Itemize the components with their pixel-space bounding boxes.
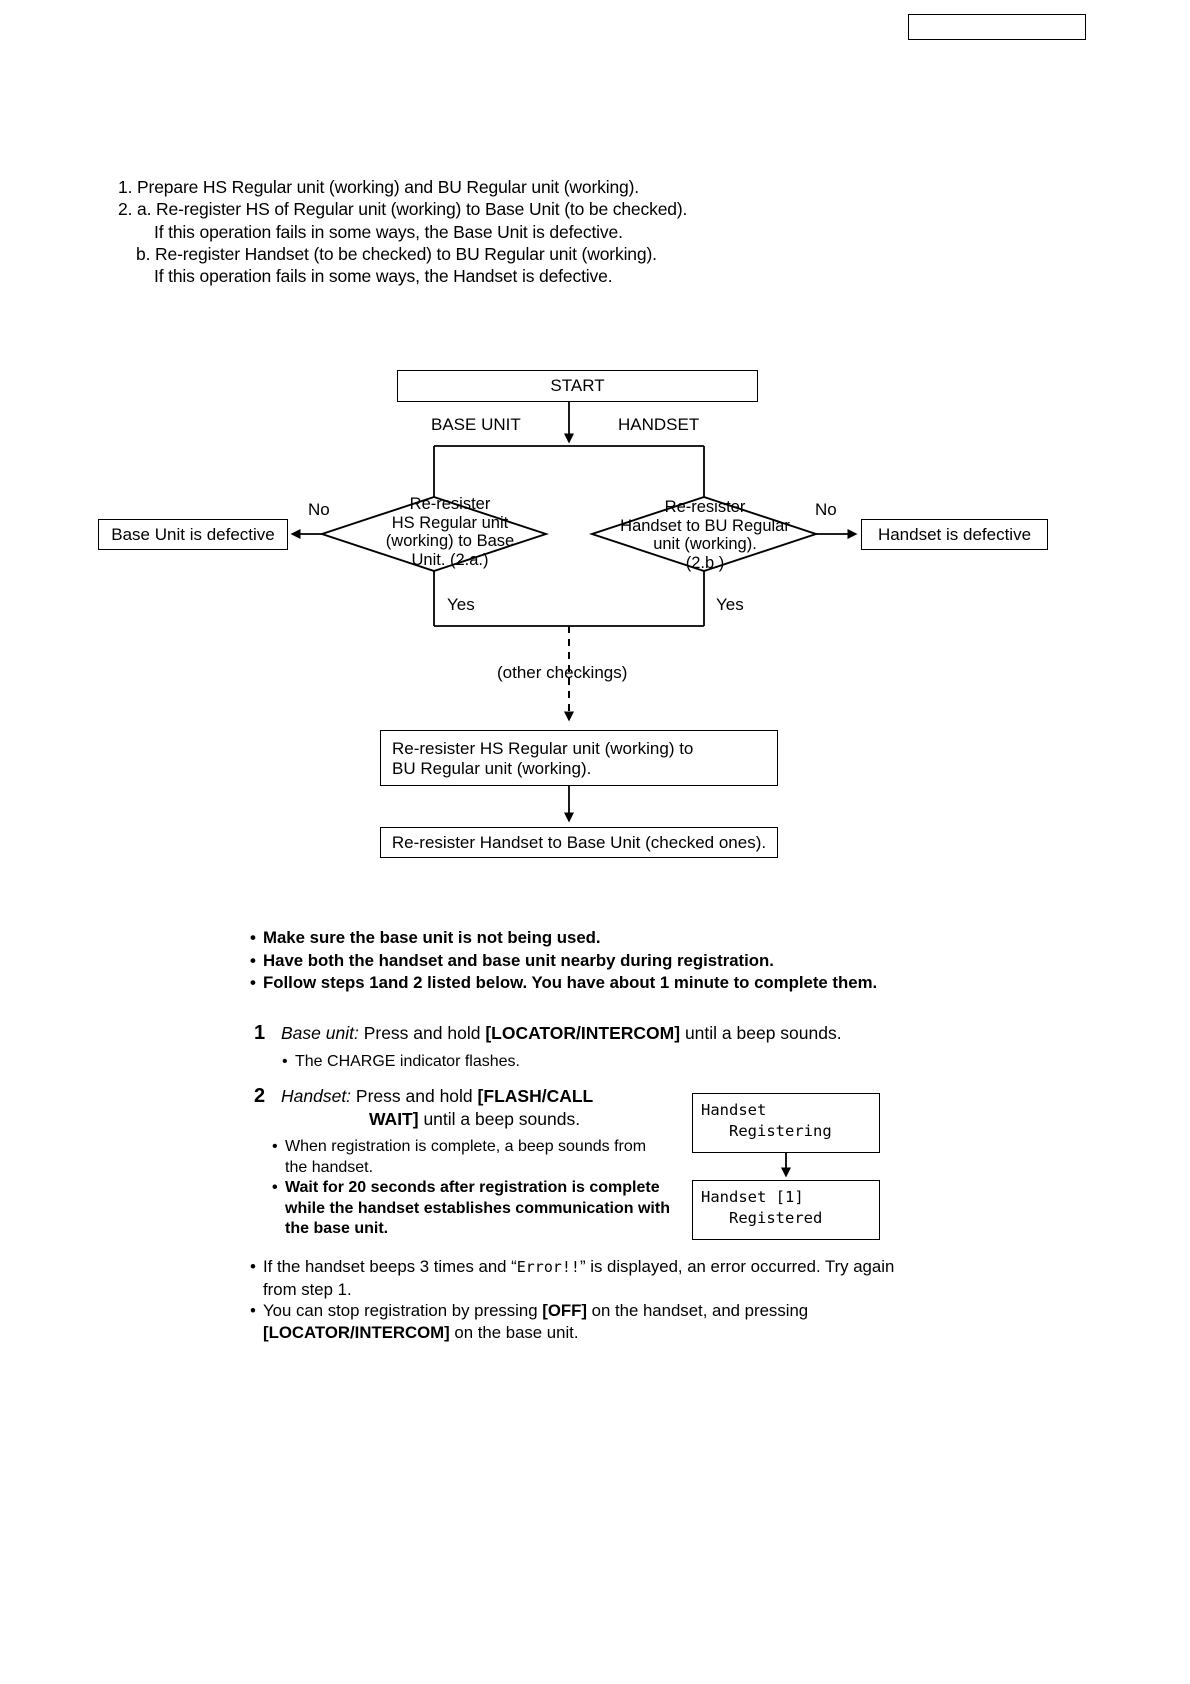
flow-node-handset-defective: Handset is defective: [861, 519, 1048, 550]
step-2: 2 Handset: Press and hold [FLASH/CALL WA…: [254, 1085, 664, 1131]
note-item-2: • Have both the handset and base unit ne…: [250, 950, 950, 973]
step-2-body-continued: WAIT] until a beep sounds.: [369, 1108, 664, 1131]
registration-notes-list: • Make sure the base unit is not being u…: [250, 927, 950, 995]
step-1-role: Base unit:: [281, 1023, 359, 1043]
step-1-key: [LOCATOR/INTERCOM]: [485, 1023, 681, 1043]
intro-instructions: 1. Prepare HS Regular unit (working) and…: [118, 176, 938, 287]
footer-note-2-part2: on the handset, and pressing: [591, 1301, 809, 1320]
footer-note-1-part2: ” is displayed, an error occurred. Try a…: [263, 1257, 895, 1299]
step-2-key-line1: [FLASH/CALL: [477, 1086, 594, 1106]
flow-node-reregister-hs-to-bu-line2: BU Regular unit (working).: [392, 759, 592, 778]
note-item-1-text: Make sure the base unit is not being use…: [263, 928, 601, 947]
flow-node-reregister-hs-to-bu-line1: Re-resister HS Regular unit (working) to: [392, 739, 694, 758]
footer-note-2-part3: on the base unit.: [454, 1322, 579, 1342]
flow-label-base-unit: BASE UNIT: [431, 415, 521, 434]
flow-node-start: START: [397, 370, 758, 402]
step-2-subnote-2-text: Wait for 20 seconds after registration i…: [285, 1179, 670, 1237]
footer-note-2-text: You can stop registration by pressing [O…: [263, 1300, 910, 1343]
bullet-icon: •: [250, 950, 256, 970]
lcd-screen-registered: Handset [1] Registered: [692, 1180, 880, 1240]
footer-note-1-error-code: Error!!: [516, 1258, 580, 1276]
step-1: 1 Base unit: Press and hold [LOCATOR/INT…: [254, 1022, 914, 1045]
lcd-screen-registering-line1: Handset: [701, 1101, 767, 1119]
flow-label-no-right: No: [815, 500, 837, 519]
step-2-number: 2: [254, 1085, 266, 1107]
footer-note-2: • You can stop registration by pressing …: [250, 1300, 910, 1343]
lcd-screen-registering: Handset Registering: [692, 1093, 880, 1153]
flow-node-reregister-handset-to-base: Re-resister Handset to Base Unit (checke…: [380, 827, 778, 858]
note-item-1: • Make sure the base unit is not being u…: [250, 927, 950, 950]
step-2-text-after: until a beep sounds.: [423, 1109, 581, 1129]
lcd-screen-registered-line1: Handset [1]: [701, 1188, 804, 1206]
flow-node-reregister-hs-to-bu: Re-resister HS Regular unit (working) to…: [380, 730, 778, 786]
footer-note-2-key-off: [OFF]: [542, 1301, 587, 1320]
intro-line-1: 1. Prepare HS Regular unit (working) and…: [118, 177, 640, 197]
step-2-subnote-2: • Wait for 20 seconds after registration…: [272, 1178, 672, 1240]
step-1-text-after: until a beep sounds.: [684, 1023, 842, 1043]
flow-label-handset: HANDSET: [618, 415, 700, 434]
flow-label-other-checkings: (other checkings): [497, 663, 628, 682]
intro-line-3: If this operation fails in some ways, th…: [154, 221, 623, 242]
footer-note-1-part1: If the handset beeps 3 times and “: [263, 1257, 517, 1276]
step-2-role: Handset:: [281, 1086, 352, 1106]
bullet-icon: •: [272, 1138, 278, 1155]
bullet-icon: •: [282, 1053, 288, 1070]
footer-notes-list: • If the handset beeps 3 times and “Erro…: [250, 1256, 910, 1343]
flow-decision-b-label: Re-resister Handset to BU Regular unit (…: [620, 498, 790, 572]
header-stamp-box: [908, 14, 1086, 40]
flow-node-base-unit-defective: Base Unit is defective: [98, 519, 288, 550]
bullet-icon: •: [250, 1301, 256, 1320]
footer-note-2-key-locator: [LOCATOR/INTERCOM]: [263, 1322, 450, 1342]
bullet-icon: •: [250, 1257, 256, 1276]
step-2-subnote-1: • When registration is complete, a beep …: [272, 1137, 672, 1178]
intro-line-2: 2. a. Re-register HS of Regular unit (wo…: [118, 199, 688, 220]
step-2-text-before: Press and hold: [355, 1086, 473, 1106]
note-item-3: • Follow steps 1and 2 listed below. You …: [250, 972, 950, 995]
footer-note-1-text: If the handset beeps 3 times and “Error!…: [263, 1256, 910, 1300]
footer-note-1: • If the handset beeps 3 times and “Erro…: [250, 1256, 910, 1300]
step-2-body: Handset: Press and hold [FLASH/CALL: [281, 1085, 664, 1108]
footer-note-2-part1: You can stop registration by pressing: [263, 1301, 538, 1320]
intro-line-4: b. Re-register Handset (to be checked) t…: [136, 243, 657, 264]
note-item-2-text: Have both the handset and base unit near…: [263, 950, 774, 970]
step-1-number: 1: [254, 1022, 266, 1044]
bullet-icon: •: [272, 1179, 278, 1196]
step-1-subnote: • The CHARGE indicator flashes.: [282, 1052, 702, 1073]
flow-label-yes-left: Yes: [447, 595, 475, 614]
flow-decision-a-label: Re-resister HS Regular unit (working) to…: [385, 495, 515, 569]
bullet-icon: •: [250, 928, 256, 947]
step-1-text-before: Press and hold: [363, 1023, 481, 1043]
step-2-subnotes: • When registration is complete, a beep …: [272, 1137, 672, 1240]
bullet-icon: •: [250, 973, 256, 992]
step-2-key-line2: WAIT]: [369, 1109, 419, 1129]
flow-label-yes-right: Yes: [716, 595, 744, 614]
note-item-3-text: Follow steps 1and 2 listed below. You ha…: [263, 973, 878, 992]
intro-line-5: If this operation fails in some ways, th…: [154, 266, 613, 287]
step-1-subnote-text: The CHARGE indicator flashes.: [295, 1053, 520, 1070]
flow-label-no-left: No: [308, 500, 330, 519]
lcd-screen-registered-line2: Registered: [701, 1209, 823, 1227]
lcd-screen-registering-line2: Registering: [701, 1122, 832, 1140]
step-1-body: Base unit: Press and hold [LOCATOR/INTER…: [281, 1022, 914, 1045]
step-2-subnote-1-text: When registration is complete, a beep so…: [285, 1138, 647, 1176]
